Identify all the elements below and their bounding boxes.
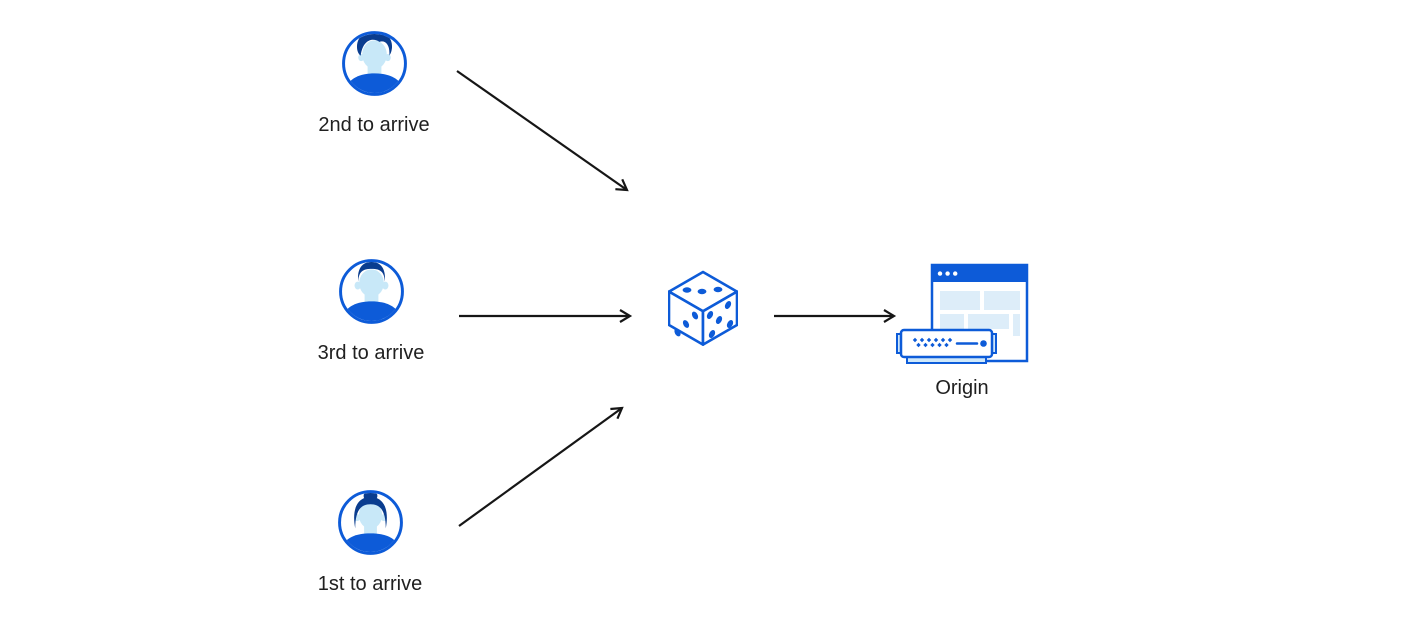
avatar-hair bbox=[353, 496, 387, 529]
arrow-1st-client-to-dice bbox=[458, 406, 624, 527]
client-node-1st-to-arrive: 1st to arrive bbox=[290, 489, 450, 595]
male-avatar-pompadour-icon bbox=[341, 31, 407, 96]
client-node-2nd-to-arrive: 2nd to arrive bbox=[294, 30, 454, 136]
client-label: 2nd to arrive bbox=[318, 114, 430, 136]
dice-icon bbox=[668, 270, 738, 346]
client-node-3rd-to-arrive: 3rd to arrive bbox=[291, 258, 451, 364]
female-avatar-bun-icon bbox=[337, 490, 403, 555]
arrow-2nd-client-to-dice bbox=[456, 70, 629, 192]
browser-title-bar bbox=[932, 265, 1027, 282]
avatar-ring bbox=[338, 259, 404, 324]
browser-content-blocks bbox=[940, 291, 1020, 336]
avatar-face bbox=[358, 501, 382, 529]
client-label: 1st to arrive bbox=[317, 573, 423, 595]
origin-node: Origin bbox=[892, 261, 1032, 399]
server-vent-diamonds bbox=[912, 337, 953, 348]
male-avatar-short-hair-icon bbox=[338, 259, 404, 324]
avatar-face bbox=[361, 40, 387, 69]
client-label: 3rd to arrive bbox=[317, 342, 425, 364]
avatar-ring bbox=[341, 31, 407, 96]
dice-pips bbox=[674, 286, 734, 339]
origin-server-device bbox=[896, 328, 997, 364]
avatar-hair bbox=[357, 261, 385, 282]
dice-node bbox=[668, 270, 738, 346]
avatar-face bbox=[358, 269, 384, 297]
origin-server-browser-icon bbox=[896, 263, 1029, 364]
avatar-hair bbox=[356, 33, 392, 56]
avatar-ring bbox=[337, 490, 403, 555]
server-status-dot bbox=[980, 340, 987, 347]
browser-window-dots bbox=[937, 271, 958, 276]
origin-label: Origin bbox=[935, 377, 989, 399]
